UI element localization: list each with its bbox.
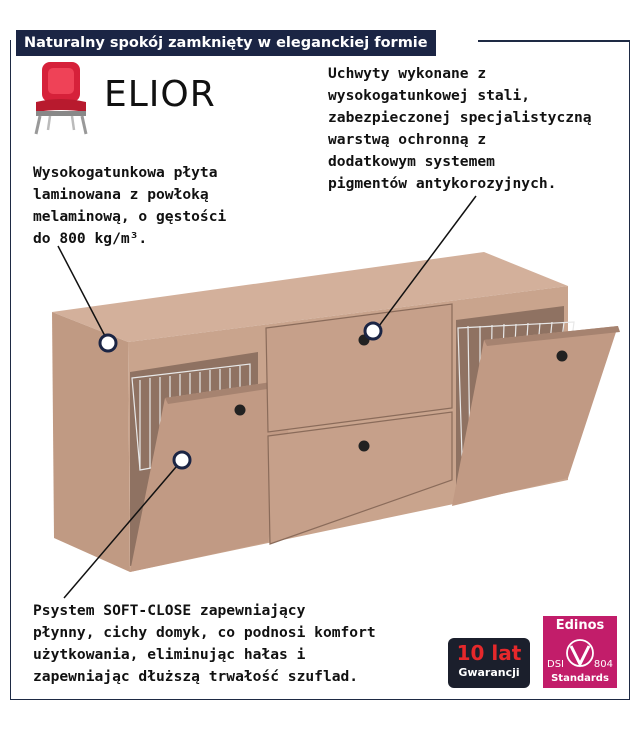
edinos-badge: Edinos DSI 804 Standards [543, 616, 617, 688]
callout-handles: Uchwyty wykonane z wysokogatunkowej stal… [328, 65, 592, 192]
warranty-label: Gwarancji [458, 666, 520, 679]
edinos-left-code: DSI [547, 659, 564, 670]
warranty-years: 10 lat [456, 641, 522, 665]
edinos-right-code: 804 [593, 659, 613, 670]
warranty-badge: 10 lat Gwarancji [448, 638, 530, 688]
chair-icon [34, 62, 88, 135]
callout-board: Wysokogatunkowa płyta laminowana z powło… [33, 164, 227, 247]
checkmark-icon [566, 639, 594, 668]
brand-name: ELIOR [104, 74, 216, 115]
edinos-standards: Standards [551, 673, 609, 684]
content-frame [10, 40, 630, 700]
callout-soft-close: Psystem SOFT-CLOSE zapewniający płynny, … [33, 602, 376, 685]
edinos-title: Edinos [555, 618, 605, 633]
header-title: Naturalny spokój zamknięty w eleganckiej… [16, 30, 436, 56]
frame-top-line [478, 40, 630, 42]
